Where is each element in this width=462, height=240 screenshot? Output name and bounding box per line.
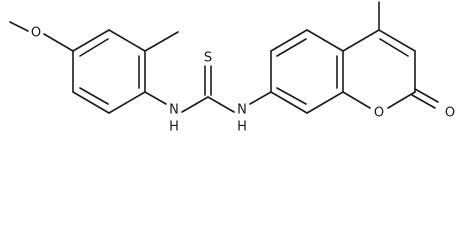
carbonyl-oxygen-label: O [445,106,455,121]
left-benzene-ring [72,29,146,114]
left-ring-methyl [144,31,179,52]
ring-oxygen-label: O [374,106,384,121]
nh-left-h-label: H [169,120,179,135]
methoxy-oxygen-label: O [31,26,41,41]
chemical-structure-diagram: O S N H N H [9,1,455,135]
coumarin-carbonyl: O [411,88,455,121]
thione-sulfur-label: S [204,51,212,66]
thiourea-linker: S N H N H [144,51,272,135]
methoxy-group: O [9,21,74,52]
nh-right-n-label: N [237,103,247,118]
nh-left-n-label: N [169,103,179,118]
coumarin-benzo-ring [270,29,344,114]
coumarin-pyranone-ring: O [342,29,416,121]
nh-right-h-label: H [237,120,247,135]
